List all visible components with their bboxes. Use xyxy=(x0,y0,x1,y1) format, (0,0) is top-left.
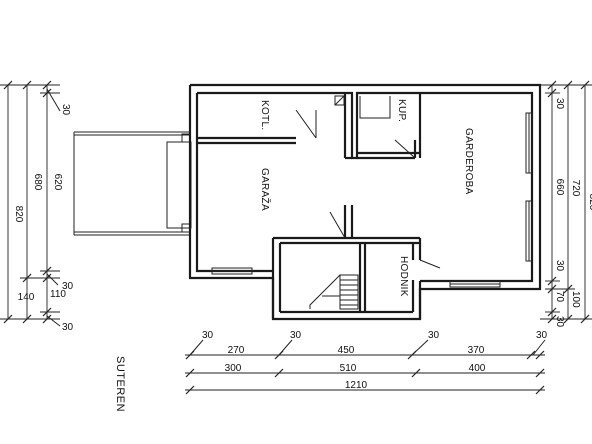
bottom-dimensions xyxy=(185,339,546,395)
bottom-row2-2: 510 xyxy=(340,363,357,374)
left-dim-wall-bot: 30 xyxy=(62,322,74,333)
bottom-wall-4: 30 xyxy=(536,330,548,341)
inner-walls xyxy=(197,93,441,319)
left-dim-wall-mid: 30 xyxy=(62,281,74,292)
left-dim-outer-total: 820 xyxy=(13,206,24,223)
right-dim-wall-top: 30 xyxy=(554,98,565,110)
left-dim-inner-b: 110 xyxy=(50,289,66,300)
bottom-row1-2: 450 xyxy=(338,345,355,356)
right-dim-outer-b: 100 xyxy=(570,291,581,308)
room-label-kupaonica: KUP. xyxy=(396,99,407,122)
bottom-row3-total: 1210 xyxy=(345,380,368,391)
bottom-row2-3: 400 xyxy=(469,363,486,374)
right-dim-outer-a: 720 xyxy=(570,180,581,197)
bottom-wall-2: 30 xyxy=(290,330,302,341)
right-dim-inner-a: 660 xyxy=(554,179,565,196)
left-dim-inner-a: 620 xyxy=(52,174,63,191)
room-label-garaza: GARAŽA xyxy=(259,168,272,211)
right-dim-wall-bot: 30 xyxy=(554,316,565,328)
staircase xyxy=(309,274,359,310)
room-label-kotlovnica: KOTL. xyxy=(259,100,270,130)
floor-label: SUTEREN xyxy=(114,356,126,412)
right-dim-wall-mid: 30 xyxy=(554,260,565,272)
bottom-row1-1: 270 xyxy=(228,345,245,356)
left-dimensions xyxy=(0,80,61,327)
bottom-wall-3: 30 xyxy=(428,330,440,341)
windows xyxy=(211,112,533,288)
bottom-wall-1: 30 xyxy=(202,330,214,341)
right-dim-outer-total: 820 xyxy=(587,194,592,211)
room-label-garderoba: GARDEROBA xyxy=(463,128,474,195)
left-dim-outer-b: 140 xyxy=(18,292,35,303)
chimney xyxy=(334,95,345,106)
right-dim-inner-b: 70 xyxy=(554,291,565,303)
left-dim-wall-top: 30 xyxy=(60,104,71,116)
room-label-hodnik: HODNIK xyxy=(398,256,409,297)
bottom-row2-1: 300 xyxy=(225,363,242,374)
carport xyxy=(73,131,192,236)
left-dim-outer-a: 680 xyxy=(32,174,43,191)
bottom-row1-3: 370 xyxy=(468,345,485,356)
right-dimensions xyxy=(540,80,592,324)
